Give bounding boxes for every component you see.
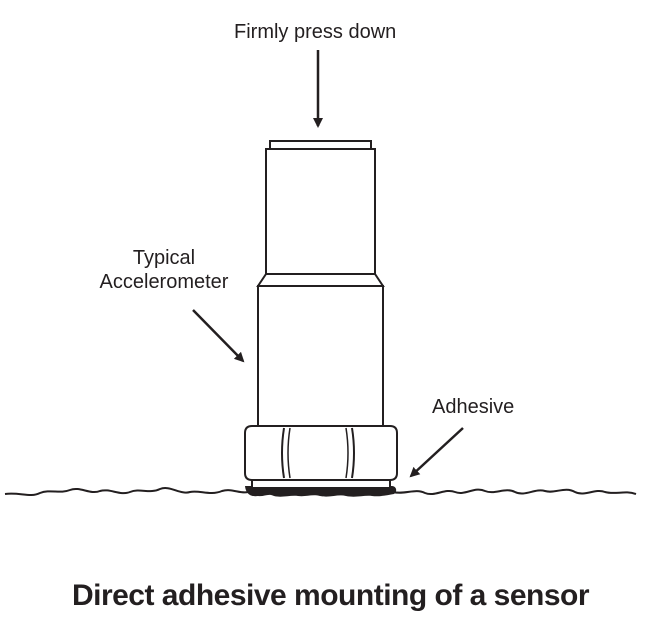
sensor-shoulder [256, 273, 385, 287]
sensor-cap [269, 140, 372, 150]
hex-facet-right [351, 427, 355, 479]
figure-caption: Direct adhesive mounting of a sensor [71, 579, 590, 612]
accelerometer-label-line2: Accelerometer [99, 271, 229, 293]
accelerometer-label-line1: Typical [132, 247, 196, 269]
sensor-hex-base [244, 425, 398, 481]
hex-facet-inner-left [287, 427, 291, 479]
hex-facet-inner-right [345, 427, 349, 479]
sensor-upper-body [265, 148, 376, 275]
sensor-lower-body [257, 285, 384, 427]
adhesive-arrow [409, 427, 464, 478]
accelerometer-label: Typical Accelerometer [84, 246, 244, 294]
adhesive-label: Adhesive [432, 396, 515, 418]
press-label: Firmly press down [234, 21, 397, 43]
sensor-base-plate [251, 479, 391, 489]
accelerometer-arrow [192, 309, 245, 363]
hex-facet-left [281, 427, 285, 479]
